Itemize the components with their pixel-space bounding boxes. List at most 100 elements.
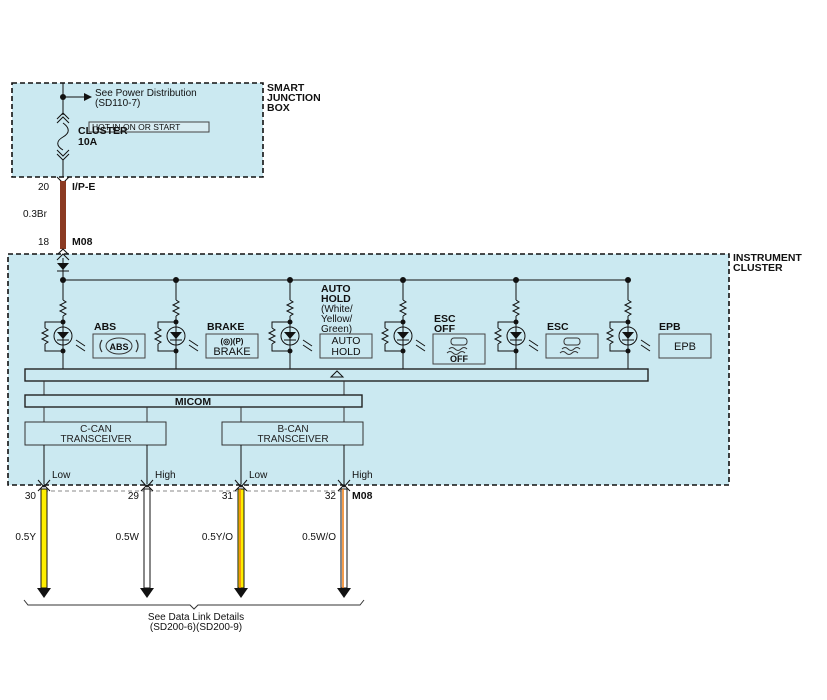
fuse-rating: 10A <box>78 136 98 148</box>
connector-chevron-icon <box>234 479 248 488</box>
can-signal-label: Low <box>52 470 71 481</box>
warning-lamp-box <box>432 333 486 365</box>
can-wire-spec: 0.5Y <box>15 532 36 543</box>
svg-text:OFF: OFF <box>450 354 468 364</box>
connector-chevron-icon <box>37 479 51 488</box>
b-can-label: B-CAN <box>277 424 308 435</box>
warning-lamp-box <box>319 333 373 359</box>
resistor-icon <box>380 327 390 345</box>
cluster-title-2: CLUSTER <box>733 262 783 274</box>
wire-segment[interactable] <box>340 488 348 589</box>
can-wire-spec: 0.5Y/O <box>202 532 233 543</box>
micom-label: MICOM <box>175 396 211 408</box>
supply-top-connector: I/P-E <box>72 181 95 193</box>
smart-junction-box: SMART JUNCTION BOX See Power Distributio… <box>11 82 321 178</box>
indicator-driver-bar <box>24 368 649 382</box>
hot-label: HOT IN ON OR START <box>92 122 180 132</box>
supply-wire-segment[interactable] <box>60 181 66 249</box>
triangle-icon <box>329 370 345 378</box>
connector-chevron-icon <box>56 112 70 124</box>
arrow-down-icon <box>37 588 51 598</box>
arrow-right-icon <box>84 93 92 101</box>
brake-icon: (◎)(P)BRAKE <box>213 337 250 358</box>
connector-chevron-icon <box>337 479 351 488</box>
arrow-down-icon <box>140 588 154 598</box>
indicator-label: Yellow/ <box>321 314 353 325</box>
epb-icon: EPB <box>674 341 696 353</box>
can-pin: 32 <box>325 491 337 502</box>
connector-chevron-icon <box>37 484 51 492</box>
resistor-icon <box>398 299 408 317</box>
abs-icon: ABS <box>99 337 139 355</box>
data-link-ref-line1[interactable]: See Data Link Details <box>148 612 244 623</box>
wire-segment[interactable] <box>237 488 245 589</box>
resistor-icon <box>285 299 295 317</box>
brace-bracket <box>23 599 365 610</box>
resistor-icon <box>153 327 163 345</box>
indicator-label: EPB <box>659 321 681 333</box>
c-can-transceiver <box>24 421 167 446</box>
resistor-icon <box>58 299 68 317</box>
micom-block <box>24 394 363 408</box>
fuse-icon <box>57 122 69 151</box>
b-can-transceiver <box>221 421 364 446</box>
svg-text:AUTO: AUTO <box>332 335 361 347</box>
wire-segment[interactable] <box>40 488 48 589</box>
esc-icon <box>559 337 581 355</box>
can-connector-label: M08 <box>352 490 373 502</box>
resistor-icon <box>171 299 181 317</box>
connector-chevron-icon <box>337 484 351 492</box>
supply-wire: 20 I/P-E 0.3Br 18 M08 <box>23 176 95 256</box>
junction-box-border <box>11 82 264 178</box>
resistor-icon <box>605 327 615 345</box>
power-ref-line2[interactable]: (SD110-7) <box>95 98 140 109</box>
indicator-label: Green) <box>321 324 352 335</box>
indicator-label: HOLD <box>321 293 351 305</box>
can-signal-label: High <box>155 470 176 481</box>
indicator-label: ESC <box>434 313 456 325</box>
wire-segment[interactable] <box>143 488 151 589</box>
data-link-ref-line2[interactable]: (SD200-6)(SD200-9) <box>150 622 242 633</box>
svg-text:BRAKE: BRAKE <box>213 346 250 358</box>
hot-label-box <box>88 121 210 133</box>
indicator-label: OFF <box>434 323 456 335</box>
instrument-cluster: INSTRUMENT CLUSTER ABSABSBRAKE(◎)(P)BRAK… <box>7 252 802 486</box>
esc-off-icon: OFF <box>446 337 468 364</box>
arrow-down-icon <box>234 588 248 598</box>
supply-wire-spec: 0.3Br <box>23 209 48 220</box>
svg-text:(◎)(P): (◎)(P) <box>221 337 244 346</box>
svg-text:ABS: ABS <box>109 342 128 352</box>
indicator-label: BRAKE <box>207 321 244 333</box>
can-pin: 30 <box>25 491 37 502</box>
supply-top-pin: 20 <box>38 182 50 193</box>
resistor-icon <box>511 299 521 317</box>
supply-bottom-pin: 18 <box>38 237 50 248</box>
can-signal-label: Low <box>249 470 268 481</box>
can-wire-spec: 0.5W <box>116 532 140 543</box>
indicator-esc: ESC <box>493 277 599 369</box>
arrow-down-icon <box>337 588 351 598</box>
junction-box-title-3: BOX <box>267 102 290 114</box>
power-ref-line1[interactable]: See Power Distribution <box>95 88 197 99</box>
svg-text:HOLD: HOLD <box>331 346 361 358</box>
cluster-border <box>7 253 730 486</box>
can-signal-label: High <box>352 470 373 481</box>
warning-lamp-box <box>658 333 712 359</box>
indicator-brake: BRAKE(◎)(P)BRAKE <box>153 277 259 369</box>
warning-lamp-box <box>205 333 259 359</box>
can-wire-30[interactable]: Low 30 0.5Y <box>15 445 71 598</box>
cluster-title-1: INSTRUMENT <box>733 252 802 264</box>
connector-chevron-icon <box>56 248 70 256</box>
supply-bottom-connector: M08 <box>72 236 93 248</box>
diode-icon <box>57 263 69 270</box>
c-can-label-2: TRANSCEIVER <box>60 434 131 445</box>
